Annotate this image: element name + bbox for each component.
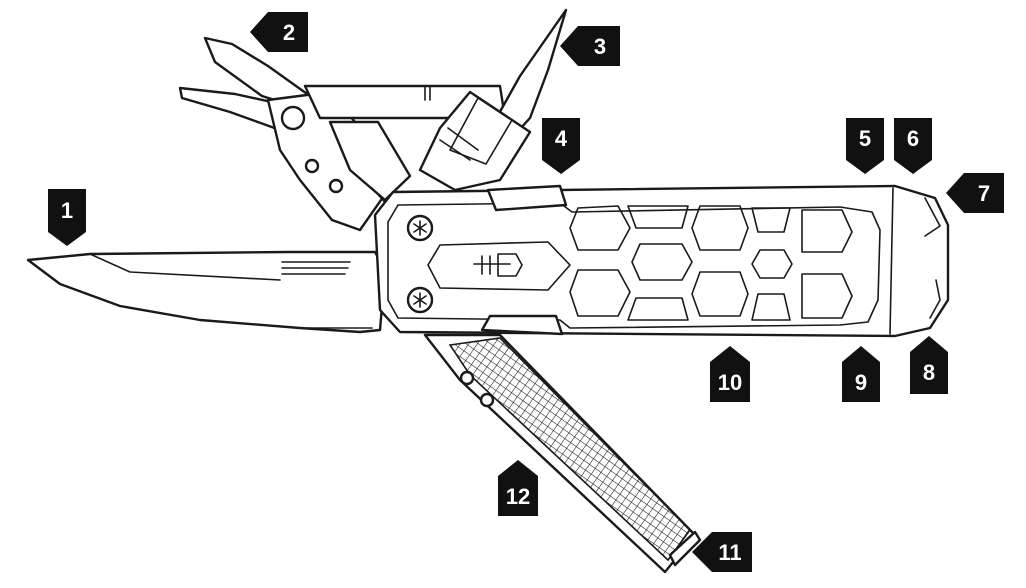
callout-6: 6 (894, 118, 932, 174)
callout-1: 1 (48, 189, 86, 246)
svg-text:12: 12 (506, 484, 530, 509)
svg-text:10: 10 (718, 370, 742, 395)
callout-4: 4 (542, 118, 580, 174)
callout-9: 9 (842, 346, 880, 402)
svg-text:4: 4 (555, 126, 568, 151)
file-tool (423, 333, 702, 574)
callout-2: 2 (250, 12, 308, 52)
callout-7: 7 (946, 173, 1004, 213)
svg-text:7: 7 (978, 181, 990, 206)
gerber-shield-logo-icon (473, 253, 523, 277)
multitool-handle (373, 184, 950, 338)
callout-3: 3 (560, 26, 620, 66)
callout-11: 11 (692, 532, 752, 572)
callout-5: 5 (846, 118, 884, 174)
svg-text:2: 2 (283, 20, 295, 45)
callout-8: 8 (910, 336, 948, 394)
svg-text:11: 11 (718, 540, 741, 565)
svg-text:8: 8 (923, 360, 935, 385)
knife-blade (26, 250, 387, 334)
svg-text:1: 1 (61, 198, 73, 223)
callout-10: 10 (710, 346, 750, 402)
svg-text:3: 3 (594, 34, 606, 59)
svg-text:9: 9 (855, 370, 867, 395)
svg-text:6: 6 (907, 126, 919, 151)
callout-12: 12 (498, 460, 538, 516)
svg-text:5: 5 (859, 126, 871, 151)
saw-blade-tool (418, 8, 568, 192)
